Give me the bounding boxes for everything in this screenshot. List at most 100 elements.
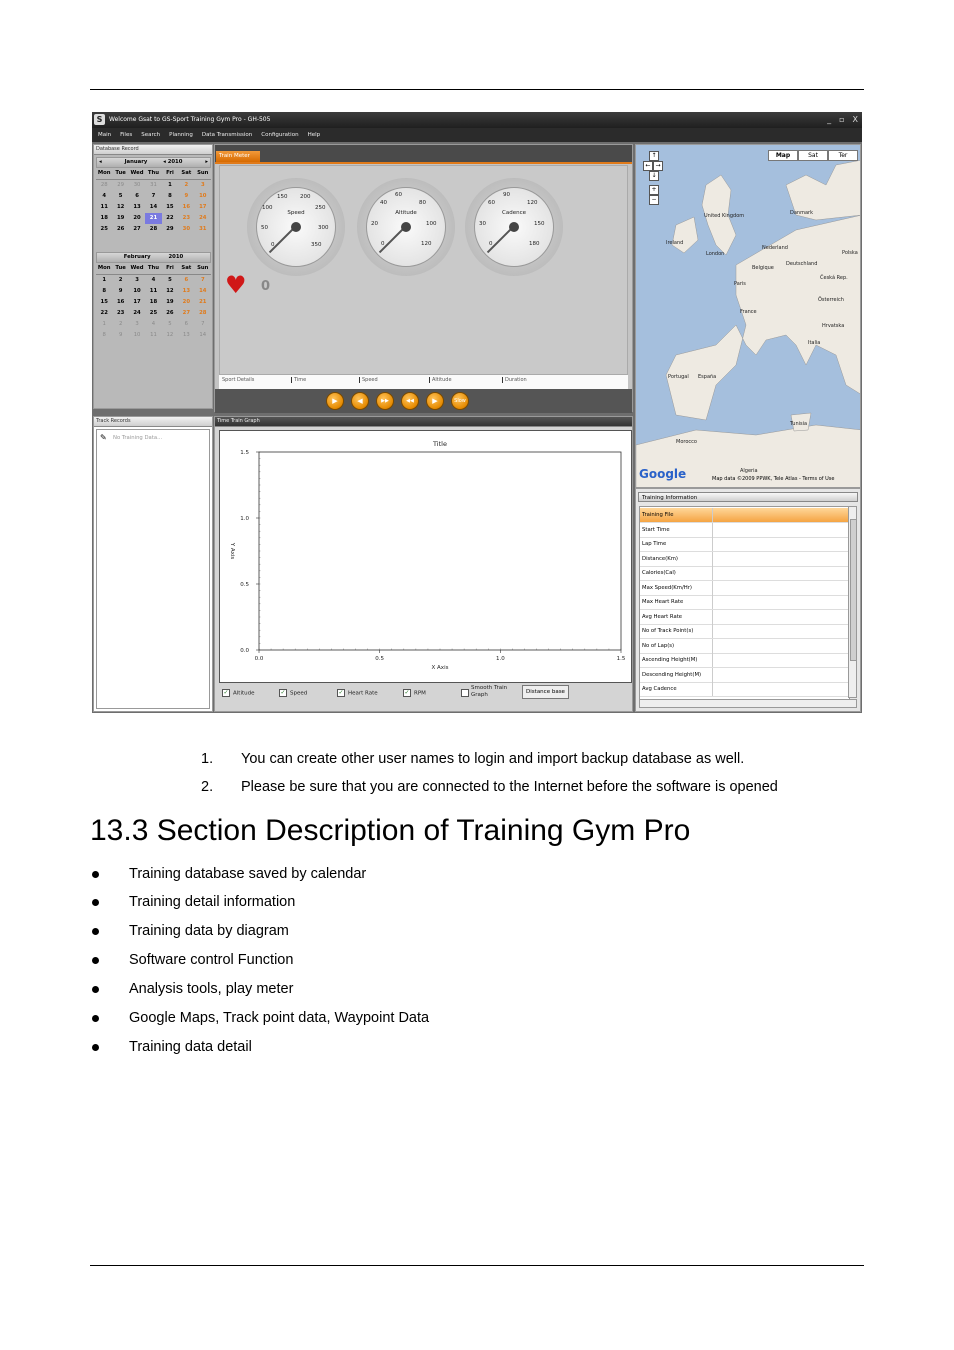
training-info-row[interactable]: Lap Time bbox=[640, 537, 848, 552]
calendar-day[interactable]: 9 bbox=[118, 288, 123, 294]
calendar-day[interactable]: 6 bbox=[184, 321, 189, 327]
vertical-scrollbar[interactable] bbox=[848, 506, 857, 698]
calendar-day[interactable]: 24 bbox=[199, 215, 207, 221]
training-info-row[interactable]: Max Speed(Km/Hr) bbox=[640, 580, 848, 596]
calendar-day[interactable]: 21 bbox=[145, 213, 162, 224]
calendar-day[interactable]: 11 bbox=[100, 204, 108, 210]
calendar-day[interactable]: 1 bbox=[102, 277, 107, 283]
calendar-year-february[interactable]: 2010 bbox=[168, 254, 184, 260]
calendar-day[interactable]: 31 bbox=[150, 182, 157, 188]
calendar-day[interactable]: 5 bbox=[168, 277, 172, 283]
step-back-button[interactable]: ◀ bbox=[351, 392, 369, 410]
calendar-day[interactable]: 31 bbox=[199, 226, 207, 232]
calendar-day[interactable]: 2 bbox=[118, 321, 123, 327]
play-button[interactable]: ▶ bbox=[326, 392, 344, 410]
menu-planning[interactable]: Planning bbox=[169, 132, 193, 138]
menu-data-transmission[interactable]: Data Transmission bbox=[201, 132, 253, 138]
step-forward-button[interactable]: ▶ bbox=[426, 392, 444, 410]
calendar-day[interactable]: 1 bbox=[168, 182, 172, 188]
prev-month-icon[interactable]: ◂ bbox=[99, 159, 102, 165]
calendar-day[interactable]: 15 bbox=[166, 204, 174, 210]
calendar-day[interactable]: 4 bbox=[102, 193, 107, 199]
horizontal-scrollbar[interactable] bbox=[639, 699, 857, 708]
calendar-day[interactable]: 13 bbox=[182, 332, 190, 338]
calendar-day[interactable]: 28 bbox=[199, 310, 207, 316]
calendar-day[interactable]: 12 bbox=[166, 288, 174, 294]
calendar-day[interactable]: 28 bbox=[100, 182, 108, 188]
training-info-row[interactable]: No of Track Point(s) bbox=[640, 624, 848, 639]
calendar-day[interactable]: 9 bbox=[184, 193, 189, 199]
calendar-day[interactable]: 21 bbox=[199, 299, 207, 305]
calendar-day[interactable]: 24 bbox=[133, 310, 141, 316]
calendar-day[interactable]: 6 bbox=[135, 193, 139, 199]
calendar-day[interactable]: 30 bbox=[133, 182, 141, 188]
fast-forward-button[interactable]: ▶▶ bbox=[376, 392, 394, 410]
training-info-row[interactable]: Training File bbox=[640, 508, 848, 523]
calendar-day[interactable]: 16 bbox=[116, 299, 125, 305]
map-tab-terrain[interactable]: Ter bbox=[828, 150, 858, 161]
pan-right-icon[interactable]: → bbox=[653, 161, 663, 171]
menu-main[interactable]: Main bbox=[98, 132, 112, 138]
calendar-day[interactable]: 10 bbox=[133, 332, 141, 338]
calendar-day[interactable]: 18 bbox=[100, 215, 108, 221]
calendar-day[interactable]: 3 bbox=[135, 277, 139, 283]
calendar-day[interactable]: 8 bbox=[102, 332, 106, 338]
scrollbar-thumb[interactable] bbox=[850, 519, 857, 661]
menu-help[interactable]: Help bbox=[307, 132, 321, 138]
calendar-day[interactable]: 14 bbox=[199, 288, 207, 294]
calendar-day[interactable]: 2 bbox=[118, 277, 123, 283]
calendar-day[interactable]: 8 bbox=[168, 193, 172, 199]
calendar-day[interactable]: 15 bbox=[100, 299, 108, 305]
calendar-day[interactable]: 1 bbox=[102, 321, 106, 327]
altitude-checkbox[interactable]: ✓Altitude bbox=[222, 689, 255, 697]
calendar-day[interactable]: 29 bbox=[117, 182, 124, 188]
pan-up-icon[interactable]: ↑ bbox=[649, 151, 659, 161]
speed-checkbox[interactable]: ✓Speed bbox=[279, 689, 307, 697]
calendar-day[interactable]: 25 bbox=[100, 226, 108, 232]
calendar-day[interactable]: 8 bbox=[102, 288, 107, 294]
calendar-day[interactable]: 22 bbox=[100, 310, 108, 316]
training-info-row[interactable]: Ascending Height(M) bbox=[640, 653, 848, 668]
calendar-day[interactable]: 12 bbox=[116, 204, 125, 210]
calendar-month-february[interactable]: February bbox=[123, 254, 151, 260]
training-info-row[interactable]: Avg Heart Rate bbox=[640, 609, 848, 625]
distance-base-button[interactable]: Distance base bbox=[522, 685, 569, 699]
calendar-day[interactable]: 10 bbox=[199, 193, 207, 199]
calendar-day[interactable]: 14 bbox=[149, 204, 158, 210]
calendar-day[interactable]: 17 bbox=[133, 299, 141, 305]
training-info-row[interactable]: Distance(Km) bbox=[640, 551, 848, 567]
training-info-row[interactable]: Descending Height(M) bbox=[640, 667, 848, 683]
calendar-day[interactable]: 7 bbox=[151, 193, 156, 199]
calendar-day[interactable]: 30 bbox=[182, 226, 191, 232]
calendar-day[interactable]: 2 bbox=[184, 182, 189, 188]
training-info-row[interactable]: Start Time bbox=[640, 522, 848, 538]
calendar-day[interactable]: 7 bbox=[200, 277, 205, 283]
maximize-icon[interactable]: ▫ bbox=[839, 115, 845, 124]
calendar-day[interactable]: 19 bbox=[116, 215, 125, 221]
tab-train-meter[interactable]: Train Meter bbox=[216, 151, 260, 162]
calendar-day[interactable]: 23 bbox=[182, 215, 191, 221]
calendar-day[interactable]: 28 bbox=[149, 226, 158, 232]
calendar-day[interactable]: 13 bbox=[182, 288, 191, 294]
training-info-row[interactable]: Avg Cadence bbox=[640, 682, 848, 697]
calendar-day[interactable]: 25 bbox=[149, 310, 158, 316]
calendar-day[interactable]: 4 bbox=[151, 321, 156, 327]
rpm-checkbox[interactable]: ✓RPM bbox=[403, 689, 426, 697]
calendar-day[interactable]: 29 bbox=[166, 226, 174, 232]
calendar-day[interactable]: 11 bbox=[149, 288, 158, 294]
minimize-icon[interactable]: _ bbox=[827, 115, 832, 124]
map-tab-map[interactable]: Map bbox=[768, 150, 798, 161]
calendar-day[interactable]: 9 bbox=[118, 332, 123, 338]
calendar-month-january[interactable]: January bbox=[124, 159, 148, 165]
calendar-day[interactable]: 14 bbox=[199, 332, 207, 338]
heart-rate-checkbox[interactable]: ✓Heart Rate bbox=[337, 689, 378, 697]
calendar-day[interactable]: 27 bbox=[133, 226, 141, 232]
pan-left-icon[interactable]: ← bbox=[643, 161, 653, 171]
calendar-day[interactable]: 23 bbox=[116, 310, 125, 316]
calendar-day[interactable]: 3 bbox=[200, 182, 205, 188]
calendar-day[interactable]: 5 bbox=[118, 193, 123, 199]
menu-search[interactable]: Search bbox=[141, 132, 161, 138]
pan-down-icon[interactable]: ↓ bbox=[649, 171, 659, 181]
map-attribution[interactable]: Map data ©2009 PPWK, Tele Atlas - Terms … bbox=[712, 476, 835, 482]
zoom-out-icon[interactable]: − bbox=[649, 195, 659, 205]
